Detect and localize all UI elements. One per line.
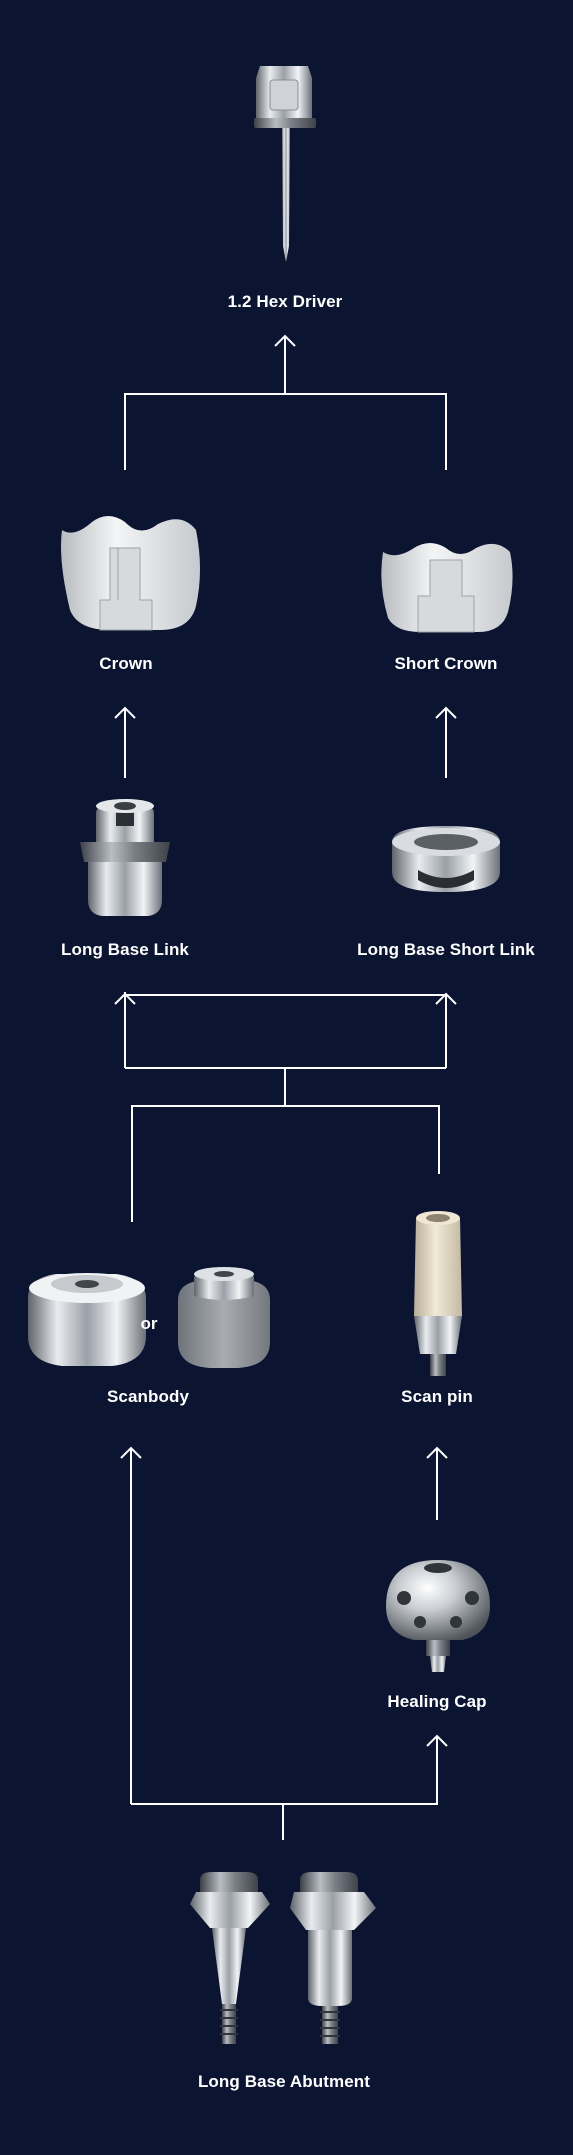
arrowhead-long-base-link bbox=[114, 992, 136, 1005]
scanbody-icon bbox=[28, 1273, 146, 1366]
short-crown-label: Short Crown bbox=[394, 654, 498, 673]
scanbody-alt-icon bbox=[178, 1267, 270, 1368]
healing-cap-icon bbox=[386, 1560, 490, 1672]
long-base-abutment-label: Long Base Abutment bbox=[197, 2072, 371, 2091]
scanbody-label: Scanbody bbox=[106, 1387, 190, 1406]
hex-driver-icon bbox=[254, 66, 316, 262]
healing-cap-label: Healing Cap bbox=[387, 1692, 487, 1711]
long-base-link-icon bbox=[80, 799, 170, 916]
abutment-alt-icon bbox=[290, 1872, 376, 2044]
branch-crowns-to-driver bbox=[124, 393, 447, 470]
scanbody-or-label: or bbox=[140, 1314, 158, 1333]
arrowhead-long-base-short-link bbox=[435, 992, 457, 1005]
arrowhead-scanbody bbox=[120, 1446, 142, 1459]
hex-driver-label: 1.2 Hex Driver bbox=[227, 292, 343, 311]
arrowhead-hex-driver bbox=[274, 334, 296, 347]
scan-pin-label: Scan pin bbox=[401, 1387, 473, 1406]
abutment-icon bbox=[190, 1872, 270, 2044]
connector-lines bbox=[114, 334, 457, 1840]
arrowhead-crown bbox=[114, 706, 136, 719]
branch-abutment-right bbox=[131, 1736, 438, 1805]
arrowhead-short-crown bbox=[435, 706, 457, 719]
scan-pin-icon bbox=[414, 1211, 462, 1376]
crown-icon bbox=[61, 516, 200, 631]
crown-label: Crown bbox=[99, 654, 153, 673]
long-base-link-label: Long Base Link bbox=[61, 940, 189, 959]
long-base-short-link-label: Long Base Short Link bbox=[357, 940, 535, 959]
branch-to-links bbox=[124, 994, 447, 1069]
branch-scan-to-links bbox=[131, 1105, 440, 1222]
short-crown-icon bbox=[381, 543, 513, 633]
long-base-short-link-icon bbox=[392, 826, 500, 892]
arrowhead-scan-pin bbox=[426, 1446, 448, 1459]
arrowhead-healing-cap bbox=[426, 1734, 448, 1747]
